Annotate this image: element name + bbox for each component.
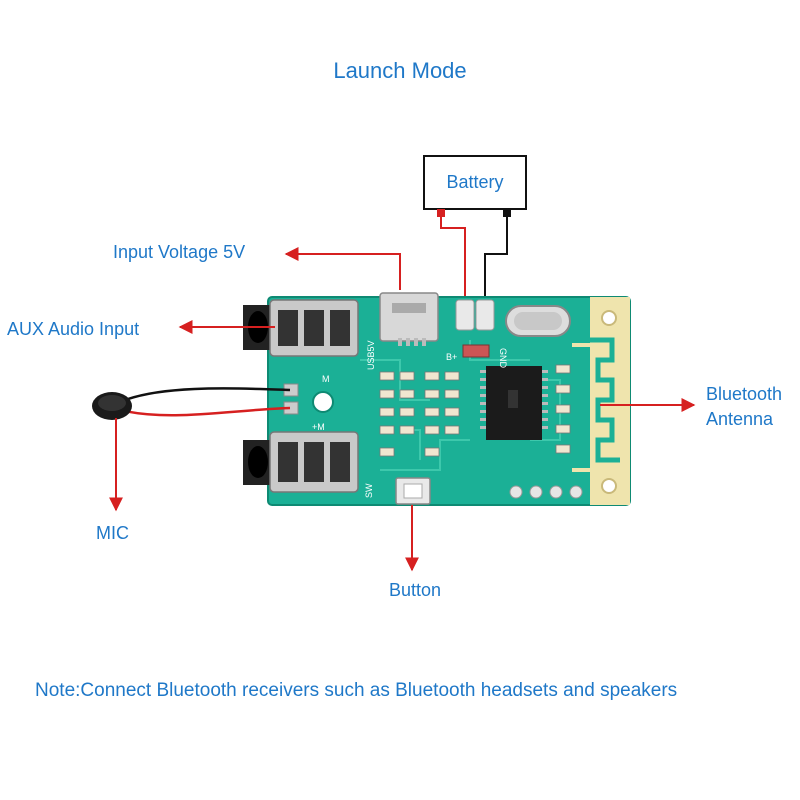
- mic-label: MIC: [96, 523, 129, 543]
- battery-pad-plus: [455, 299, 475, 331]
- mounting-hole: [312, 391, 334, 413]
- button-label: Button: [389, 580, 442, 600]
- smd-components: [379, 364, 571, 457]
- bluetooth-label-line2: Antenna: [706, 409, 774, 429]
- callout-arrows: [109, 247, 696, 572]
- battery-label: Battery: [446, 172, 504, 192]
- crystal-oscillator: [505, 305, 571, 337]
- arrow-input-voltage: [284, 247, 401, 290]
- pcb-mark-sw: SW: [364, 483, 374, 498]
- microphone: [92, 387, 291, 420]
- battery-pad-minus: [475, 299, 495, 331]
- input-voltage-label: Input Voltage 5V: [113, 242, 246, 262]
- diagram-title: Launch Mode: [333, 58, 467, 83]
- aux-audio-input-label: AUX Audio Input: [7, 319, 140, 339]
- note-text: Note:Connect Bluetooth receivers such as…: [35, 680, 678, 701]
- pcb-mark-gnd: GND: [498, 348, 508, 369]
- pcb-mark-usb: USB5V: [366, 340, 376, 370]
- usb-connector: [379, 292, 439, 346]
- bluetooth-label-line1: Bluetooth: [706, 384, 783, 404]
- pcb-mark-bplus: B+: [446, 352, 457, 362]
- push-button: [395, 477, 431, 505]
- pcb-mark-lm: +M: [312, 422, 325, 432]
- led-component: [462, 344, 490, 358]
- main-ic: [480, 366, 548, 440]
- battery-wires: [437, 209, 511, 302]
- header-pads: [509, 485, 583, 499]
- audio-jack-bottom: [243, 431, 359, 493]
- pcb-mark-m: M: [322, 374, 330, 384]
- battery-box: Battery: [423, 155, 527, 210]
